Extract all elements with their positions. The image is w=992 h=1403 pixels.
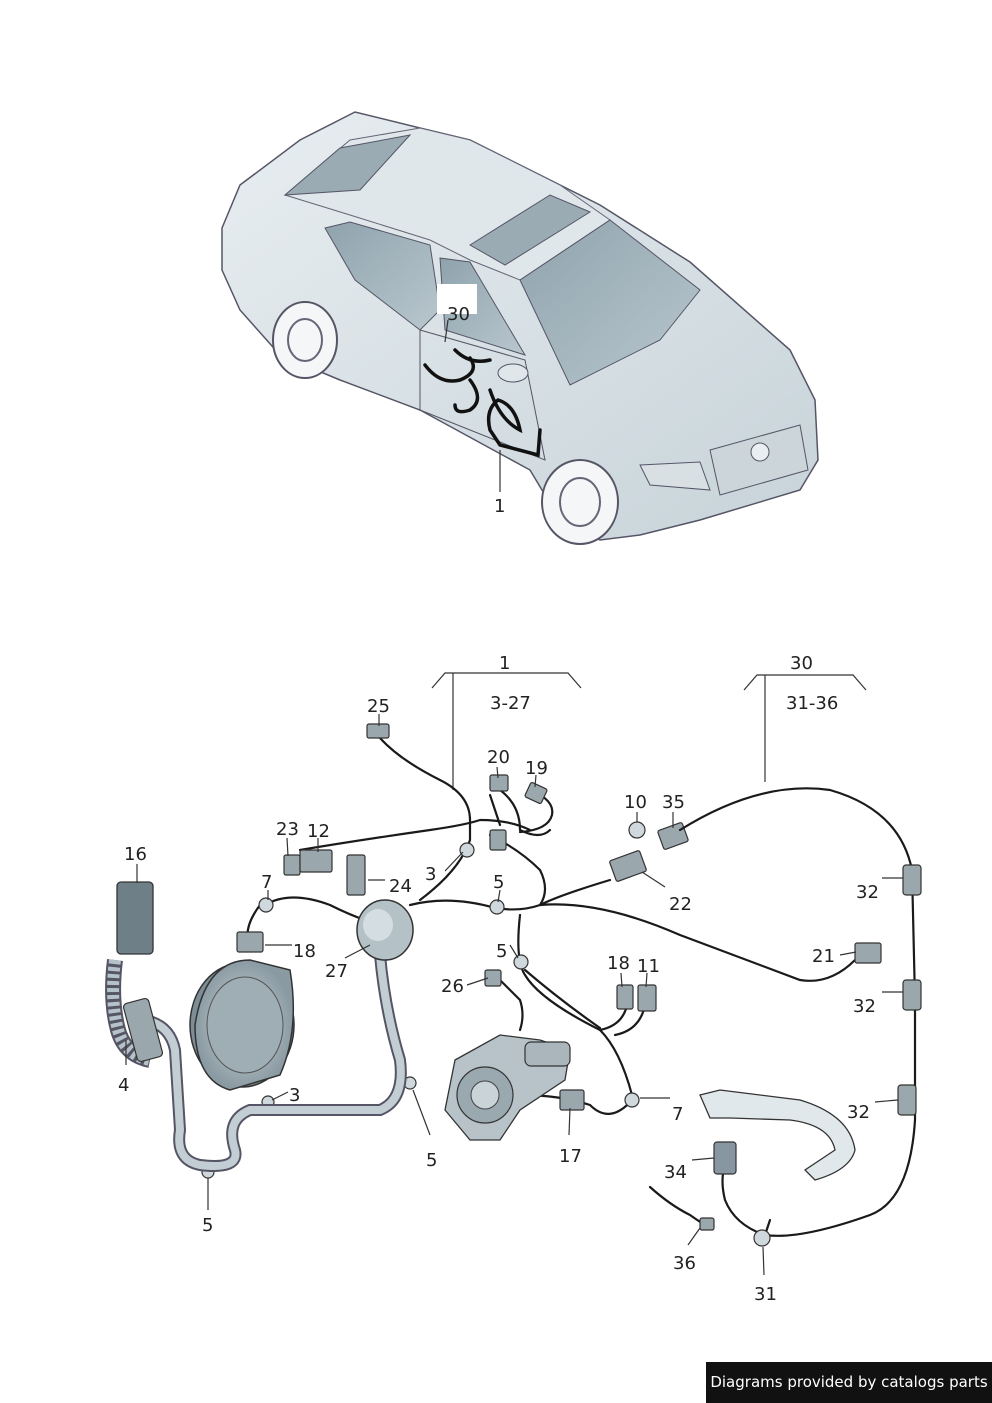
callout-12: 12	[307, 821, 330, 842]
front-wheel-hub	[559, 477, 601, 527]
seal-connector-16	[105, 881, 164, 1068]
callout-18-right: 18	[607, 953, 630, 974]
connector-23	[283, 854, 301, 876]
sunroof	[469, 194, 592, 266]
connector-18-right	[616, 984, 634, 1010]
connector-25	[366, 723, 390, 739]
connector-26	[484, 969, 502, 987]
callout-32-top: 32	[856, 882, 879, 903]
clip-7-right	[624, 1092, 640, 1108]
clip-32-middle	[902, 979, 922, 1011]
window-motor	[444, 1034, 571, 1141]
callout-5-tube: 5	[426, 1150, 437, 1171]
callout-5-lower: 5	[496, 941, 507, 962]
callout-27: 27	[325, 961, 348, 982]
clip-5-lower	[513, 954, 529, 970]
callout-5-bottom: 5	[202, 1215, 213, 1236]
harness-30-parts	[699, 864, 922, 1247]
callout-3-upper: 3	[425, 864, 436, 885]
rear-wheel	[272, 301, 338, 379]
callout-11: 11	[637, 956, 660, 977]
callout-16: 16	[124, 844, 147, 865]
connector-22	[609, 850, 647, 882]
connector-center	[489, 829, 507, 851]
front-wheel	[541, 459, 619, 545]
callout-34: 34	[664, 1162, 687, 1183]
connector-20	[489, 774, 509, 792]
callout-7-left: 7	[261, 872, 272, 893]
connector-12	[299, 849, 333, 873]
connector-24	[346, 854, 366, 896]
connector-17	[559, 1089, 585, 1111]
connector-21	[854, 942, 882, 964]
group-30-label: 30	[790, 653, 813, 674]
callout-31: 31	[754, 1284, 777, 1305]
car-callout-1: 1	[494, 496, 505, 517]
clip-5-center	[489, 899, 505, 915]
callout-32-middle: 32	[853, 996, 876, 1017]
footer-banner: Diagrams provided by catalogs parts	[706, 1362, 992, 1403]
callout-23: 23	[276, 819, 299, 840]
front-door-outline	[419, 329, 546, 461]
callout-19: 19	[525, 758, 548, 779]
clip-32-bottom	[897, 1084, 917, 1116]
door-handle	[699, 1089, 856, 1181]
callout-25: 25	[367, 696, 390, 717]
callout-17: 17	[559, 1146, 582, 1167]
rear-wheel-hub	[287, 318, 323, 362]
callout-36: 36	[673, 1253, 696, 1274]
group-30-range: 31-36	[786, 693, 838, 714]
speaker	[189, 959, 295, 1091]
group-1-range: 3-27	[490, 693, 531, 714]
callout-10: 10	[624, 792, 647, 813]
car-callout-30: 30	[447, 304, 470, 325]
car-illustration	[221, 111, 819, 545]
grommet-31	[753, 1229, 771, 1247]
callout-32-bottom: 32	[847, 1102, 870, 1123]
callout-35: 35	[662, 792, 685, 813]
callout-5-center: 5	[493, 872, 504, 893]
headlight	[639, 461, 711, 491]
callout-4: 4	[118, 1075, 129, 1096]
harness-1-connectors	[236, 723, 882, 1111]
grommet-10	[628, 821, 646, 839]
clip-32-top	[902, 864, 922, 896]
callout-22: 22	[669, 894, 692, 915]
callout-21: 21	[812, 946, 835, 967]
assembly-brackets	[431, 672, 867, 790]
connector-19	[524, 782, 548, 804]
leader-lines	[125, 714, 903, 1276]
callout-7-right: 7	[672, 1104, 683, 1125]
vw-logo	[750, 442, 770, 462]
callout-20: 20	[487, 747, 510, 768]
side-mirror	[497, 363, 529, 383]
antenna-36	[699, 1217, 715, 1231]
sensor-34	[713, 1141, 737, 1175]
rubber-boot-27	[139, 899, 414, 1172]
windshield	[519, 219, 701, 386]
door-wiring-highlight	[423, 348, 542, 458]
footer-text: Diagrams provided by catalogs parts	[710, 1373, 988, 1391]
callout-label-backdrop	[437, 284, 477, 314]
rear-window	[283, 134, 412, 196]
clip-7-left	[258, 897, 274, 913]
connector-18-left	[236, 931, 264, 953]
callout-18-left: 18	[293, 941, 316, 962]
clip-3-upper	[459, 842, 475, 858]
group-1-label: 1	[499, 653, 510, 674]
connector-11	[637, 984, 657, 1012]
callout-24: 24	[389, 876, 412, 897]
callout-3-lower: 3	[289, 1085, 300, 1106]
callout-26: 26	[441, 976, 464, 997]
